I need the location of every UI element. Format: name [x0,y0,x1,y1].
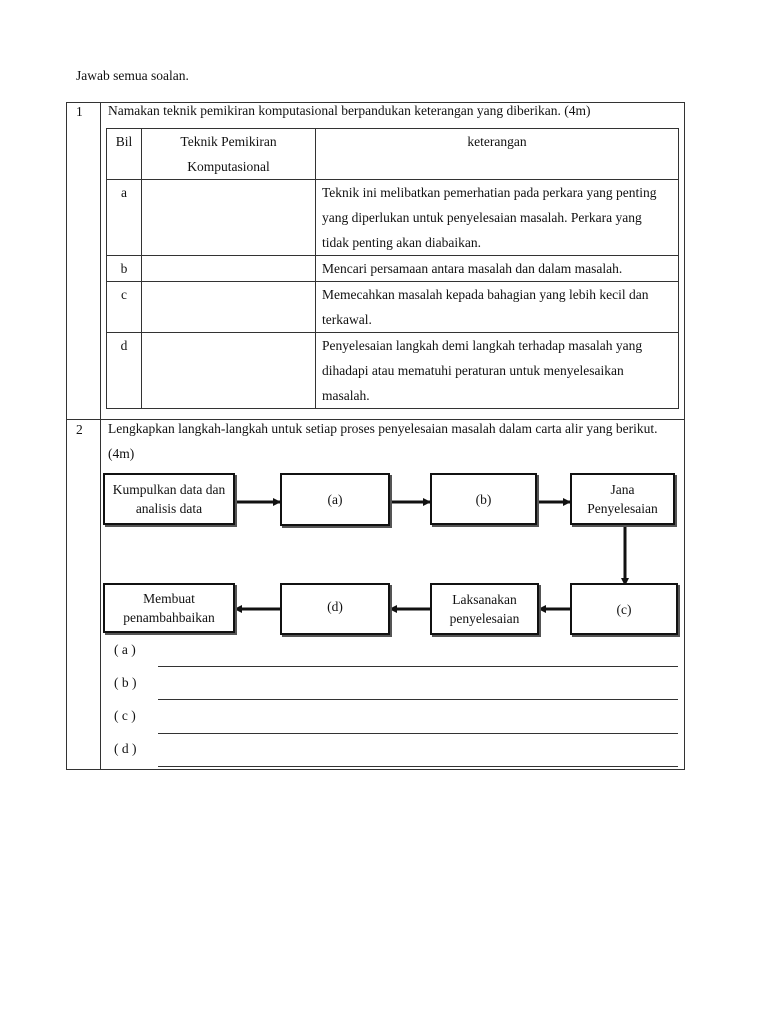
answer-line-d[interactable] [158,766,678,767]
flow-box-laksana: Laksanakan penyelesaian [430,583,539,635]
table-row: c Memecahkan masalah kepada bahagian yan… [106,281,679,333]
answer-label-b: ( b ) [114,675,137,690]
answer-label-a: ( a ) [114,642,136,657]
instruction-text: Jawab semua soalan. [76,68,189,83]
row-teknik-answer[interactable] [141,332,316,409]
number-column-divider [100,102,101,770]
table-row: a Teknik ini melibatkan pemerhatian pada… [106,179,679,256]
technique-table: Bil Teknik Pemikiran Komputasional keter… [106,128,679,409]
row-keterangan: Teknik ini melibatkan pemerhatian pada p… [315,179,679,256]
question-2-number: 2 [76,422,83,437]
flow-box-a: (a) [280,473,390,526]
row-keterangan: Mencari persamaan antara masalah dan dal… [315,255,679,282]
table-row: d Penyelesaian langkah demi langkah terh… [106,332,679,409]
flow-box-kumpul: Kumpulkan data dan analisis data [103,473,235,525]
question-table-frame [66,102,685,770]
table-row: b Mencari persamaan antara masalah dan d… [106,255,679,282]
answer-label-c: ( c ) [114,708,136,723]
question-2-text: Lengkapkan langkah-langkah untuk setiap … [108,421,658,461]
row-keterangan: Memecahkan masalah kepada bahagian yang … [315,281,679,333]
answer-line-b[interactable] [158,699,678,700]
answer-line-a[interactable] [158,666,678,667]
flow-box-b: (b) [430,473,537,525]
question-divider [66,419,685,420]
row-bil: b [106,255,142,282]
answer-label-d: ( d ) [114,741,137,756]
row-keterangan: Penyelesaian langkah demi langkah terhad… [315,332,679,409]
question-1-number: 1 [76,104,83,119]
question-1-text: Namakan teknik pemikiran komputasional b… [108,103,591,118]
flow-box-membuat: Membuat penambahbaikan [103,583,235,633]
row-bil: d [106,332,142,409]
flow-box-d: (d) [280,583,390,635]
answer-line-c[interactable] [158,733,678,734]
flow-box-jana: Jana Penyelesaian [570,473,675,525]
flow-box-c: (c) [570,583,678,635]
